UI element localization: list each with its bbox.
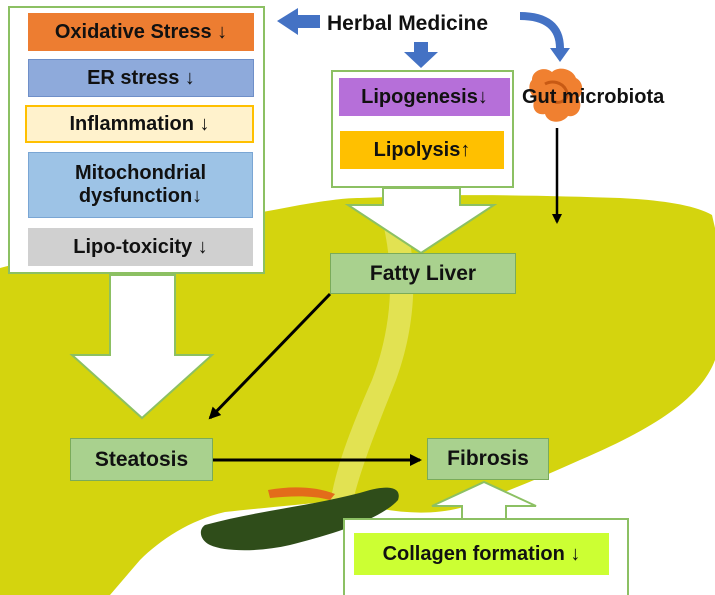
bile-duct-shape: [268, 487, 335, 500]
fatty-liver-box: Fatty Liver: [330, 253, 516, 294]
gallbladder-shape: [200, 487, 399, 551]
steatosis-box: Steatosis: [70, 438, 213, 481]
herbal-medicine-label: Herbal Medicine: [327, 12, 489, 35]
lipogenesis-box: Lipogenesis↓: [339, 78, 510, 116]
fatty-to-steatosis-arrow: [208, 292, 332, 420]
collagen-box: Collagen formation ↓: [354, 533, 609, 575]
up-block-arrow: [431, 480, 537, 521]
lipolysis-box: Lipolysis↑: [340, 131, 504, 169]
lipotoxicity-box: Lipo-toxicity ↓: [28, 228, 253, 266]
left-block-arrow: [69, 274, 215, 420]
fibrosis-box: Fibrosis: [427, 438, 549, 480]
gut-icon: [529, 68, 583, 122]
center-block-arrow: [344, 187, 498, 255]
blue-left-arrow: [277, 8, 320, 35]
blue-down-arrow: [404, 42, 438, 68]
inflammation-box: Inflammation ↓: [25, 105, 254, 143]
mitochondrial-box: Mitochondrial dysfunction↓: [28, 152, 253, 218]
gut-microbiota-label: Gut microbiota: [522, 86, 665, 108]
liver-shape: [0, 195, 715, 595]
oxidative-stress-box: Oxidative Stress ↓: [28, 13, 254, 51]
blue-curve-arrow: [520, 12, 570, 62]
er-stress-box: ER stress ↓: [28, 59, 254, 97]
